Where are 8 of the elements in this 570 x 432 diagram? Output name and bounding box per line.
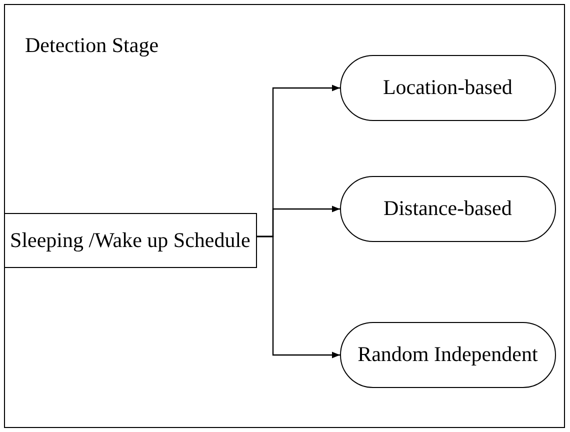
node-label: Location-based: [382, 75, 512, 100]
node-label: Random Independent: [358, 342, 538, 368]
stage-heading: Detection Stage: [25, 33, 159, 58]
node-label: Sleeping /Wake up Schedule: [10, 228, 250, 253]
connector-arrow: [257, 236, 340, 358]
stage-frame: [4, 4, 565, 428]
node-label: Distance-based: [384, 196, 512, 222]
process-box: [4, 212, 257, 268]
